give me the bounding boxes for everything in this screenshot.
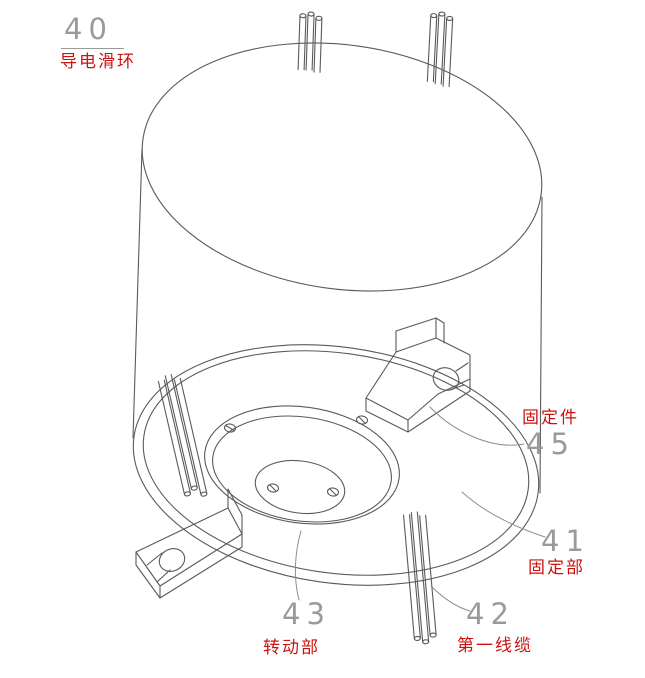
cable-bundle-top-left xyxy=(297,11,323,73)
cable-bundle-top-right xyxy=(426,11,454,88)
leader-line-42 xyxy=(430,585,471,612)
leader-line-43 xyxy=(294,530,302,601)
callout-43-number: 43 xyxy=(282,597,331,631)
housing-cylinder xyxy=(132,42,543,586)
callout-42-number: 42 xyxy=(466,597,515,631)
callout-41-label: 固定部 xyxy=(528,558,585,577)
leader-line-45 xyxy=(429,406,525,446)
fixing-bracket-bottom-left xyxy=(135,488,243,599)
callout-45-label: 固定件 xyxy=(522,408,579,427)
cable-bundle-left xyxy=(157,373,208,497)
leader-line-41 xyxy=(461,491,546,538)
callout-45-number: 45 xyxy=(526,427,575,461)
rotor-end-plate xyxy=(204,405,400,525)
cable-bundle-right xyxy=(403,511,437,645)
callout-40-label: 导电滑环 xyxy=(60,52,136,71)
callout-41-number: 41 xyxy=(541,524,590,558)
plate-screws xyxy=(223,415,369,497)
leader-lines xyxy=(294,406,546,612)
callout-43-label: 转动部 xyxy=(263,638,320,657)
fixing-bracket-top-right xyxy=(365,317,471,433)
callout-42-label: 第一线缆 xyxy=(457,636,533,655)
callout-40-number: 40 xyxy=(64,12,113,46)
callout-40-underline xyxy=(61,48,124,49)
